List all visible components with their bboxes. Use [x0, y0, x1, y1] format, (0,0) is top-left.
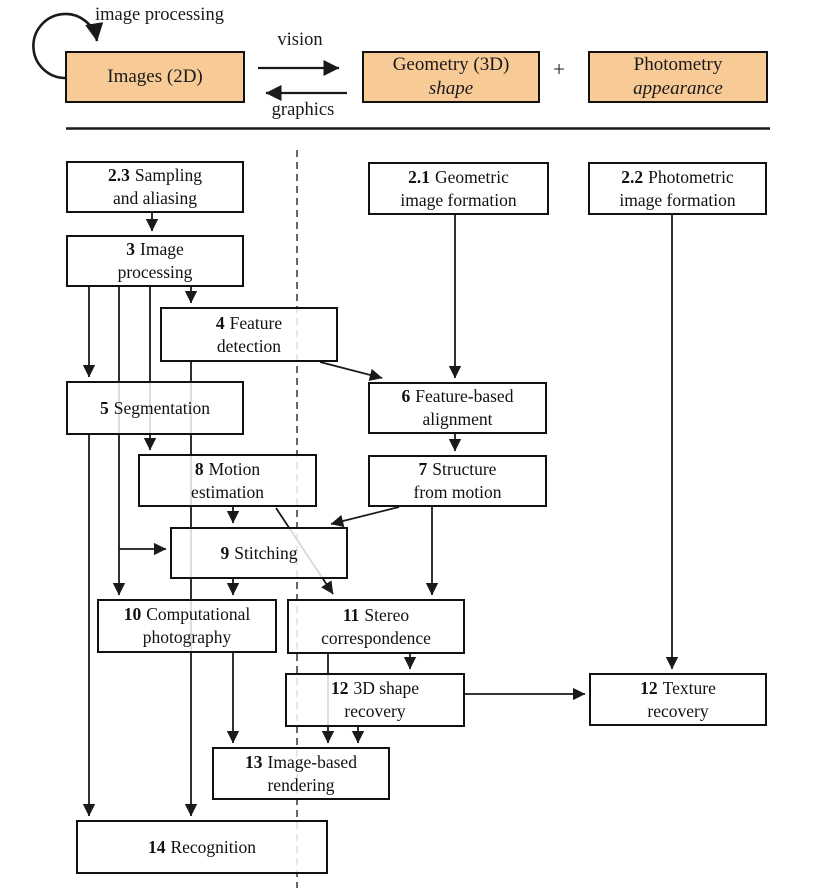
vision-label: vision [277, 30, 323, 50]
images-2d-box: Images (2D) [65, 51, 245, 103]
graphics-label: graphics [271, 100, 335, 120]
self-loop-arrow [32, 12, 104, 80]
geometry-3d-box: Geometry (3D) shape [362, 51, 540, 103]
loop-label: image processing [95, 5, 224, 25]
plus-sign: + [553, 57, 565, 81]
photometry-box: Photometry appearance [588, 51, 768, 103]
